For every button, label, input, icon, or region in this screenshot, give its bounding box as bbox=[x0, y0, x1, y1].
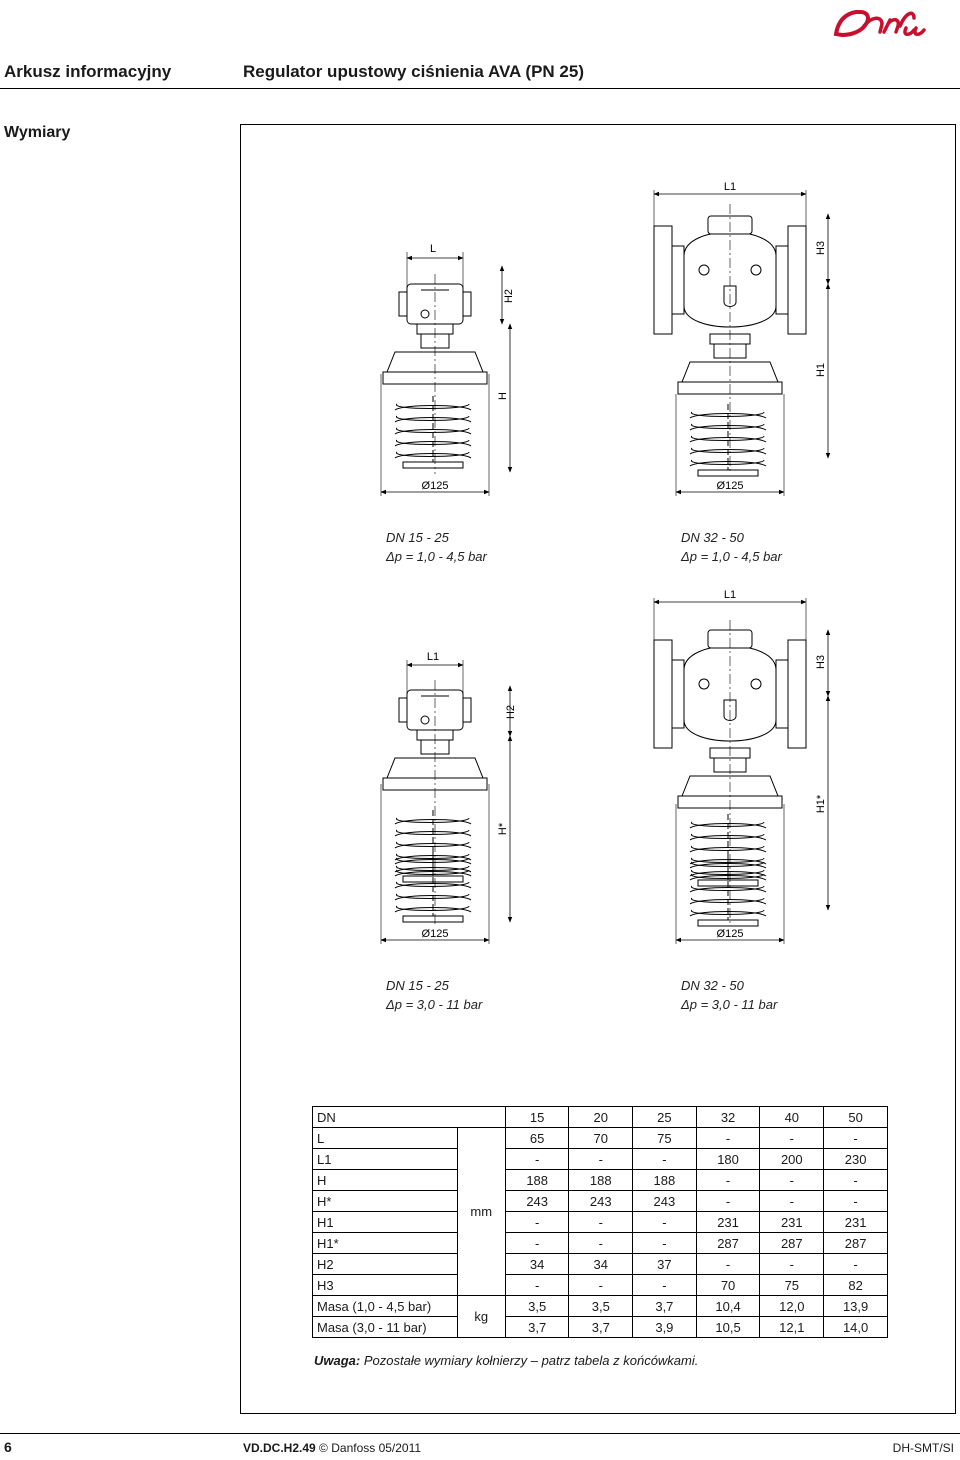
dimension-drawings: L H2 H Ø125 L1 H3 H1 Ø125 bbox=[380, 181, 831, 944]
dim-L1-2: L1 bbox=[724, 181, 736, 193]
drawing-dn15-25-low: L H2 H Ø125 bbox=[380, 243, 515, 496]
danfoss-logo bbox=[833, 10, 926, 38]
content-panel bbox=[240, 124, 956, 1414]
table-row: DN 15 20 25 32 40 50 bbox=[312, 1106, 888, 1128]
caption-1: DN 15 - 25 Δp = 1,0 - 4,5 bar bbox=[386, 530, 487, 564]
dim-H3-2: H3 bbox=[815, 241, 827, 255]
dim-Hstar-3: H* bbox=[497, 822, 509, 835]
doc-code: VD.DC.H2.49 © Danfoss 05/2011 bbox=[243, 1441, 422, 1455]
dim-L1-3: L1 bbox=[427, 651, 439, 663]
caption-3: DN 15 - 25 Δp = 3,0 - 11 bar bbox=[386, 978, 483, 1012]
drawing-dn32-50-high: L1 H3 H1* Ø125 bbox=[653, 589, 831, 944]
caption-4: DN 32 - 50 Δp = 3,0 - 11 bar bbox=[681, 978, 778, 1012]
doc-type: Arkusz informacyjny bbox=[4, 62, 172, 81]
department-code: DH-SMT/SI bbox=[892, 1441, 954, 1455]
dim-H1star-4: H1* bbox=[815, 794, 827, 813]
dim-H2-1: H2 bbox=[503, 289, 515, 303]
dim-diameter-1: Ø125 bbox=[422, 480, 449, 492]
table-note: Uwaga: Pozostałe wymiary kołnierzy – pat… bbox=[314, 1353, 699, 1368]
header-rule bbox=[0, 88, 960, 89]
drawing-dn32-50-low: L1 H3 H1 Ø125 bbox=[653, 181, 831, 496]
dim-diameter-4: Ø125 bbox=[717, 928, 744, 940]
drawing-dn15-25-high: L1 H2 H* Ø125 bbox=[380, 651, 517, 944]
dim-diameter-3: Ø125 bbox=[422, 928, 449, 940]
dim-diameter-2: Ø125 bbox=[717, 480, 744, 492]
dim-H-1: H bbox=[497, 392, 509, 400]
page-header: Arkusz informacyjny Regulator upustowy c… bbox=[0, 60, 960, 89]
doc-title: Regulator upustowy ciśnienia AVA (PN 25) bbox=[243, 62, 584, 81]
section-title: Wymiary bbox=[4, 124, 71, 141]
footer-rule bbox=[0, 1433, 960, 1434]
page-number: 6 bbox=[4, 1439, 12, 1455]
caption-2: DN 32 - 50 Δp = 1,0 - 4,5 bar bbox=[681, 530, 782, 564]
dim-L1-4: L1 bbox=[724, 589, 736, 601]
dim-H2-3: H2 bbox=[505, 705, 517, 719]
dim-H3-4: H3 bbox=[815, 655, 827, 669]
unit-kg: kg bbox=[456, 1295, 506, 1338]
unit-mm: mm bbox=[456, 1127, 506, 1296]
dim-L-1: L bbox=[430, 243, 436, 255]
dim-H1-2: H1 bbox=[815, 363, 827, 377]
